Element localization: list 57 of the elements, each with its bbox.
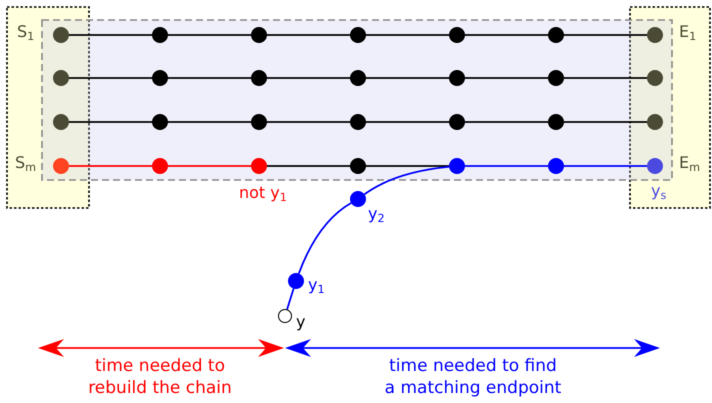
curved-line [298,202,352,274]
dot [449,114,465,130]
line-segment [168,165,251,167]
variable-label: y [296,313,306,331]
line-segment [267,165,350,167]
line-segment [267,34,350,36]
dot [350,70,366,86]
caption-text: time needed to rebuild the chain [87,355,233,399]
variable-label: S$_{1}$ [17,23,34,45]
line-segment [69,121,152,123]
dot [251,70,267,86]
line-segment [366,77,449,79]
dot [251,27,267,43]
variable-label: E$_{m}$ [679,154,700,176]
line-segment [168,34,251,36]
line-segment [168,121,251,123]
line-segment [564,165,647,167]
dot [548,27,564,43]
dot [449,158,465,174]
line-segment [286,288,294,310]
dot [152,158,168,174]
dot [449,70,465,86]
curved-line [364,166,450,196]
dot [152,70,168,86]
variable-label: y$_{1}$ [308,276,325,298]
line-segment [366,165,449,167]
dot [152,27,168,43]
caption-text: time needed to find a matching endpoint [384,355,562,399]
line-segment [168,77,251,79]
line-segment [564,34,647,36]
dot [251,114,267,130]
variable-label: y$_{s}$ [651,182,666,204]
line-segment [366,121,449,123]
variable-label: not y$_{1}$ [239,184,287,206]
line-segment [267,77,350,79]
variable-label: y$_{2}$ [368,205,385,227]
variable-label: E$_{1}$ [679,23,696,45]
line-segment [69,165,152,167]
dot [152,114,168,130]
line-segment [465,165,548,167]
line-segment [267,121,350,123]
line-segment [366,34,449,36]
line-segment [564,77,647,79]
dot [548,158,564,174]
dot [449,27,465,43]
line-segment [465,34,548,36]
variable-label: S$_{m}$ [15,154,36,176]
line-segment [69,34,152,36]
line-segment [465,121,548,123]
dot [350,27,366,43]
dot [548,114,564,130]
line-segment [465,77,548,79]
dot [350,114,366,130]
line-segment [564,121,647,123]
line-segment [69,77,152,79]
dot [350,158,366,174]
dot [548,70,564,86]
